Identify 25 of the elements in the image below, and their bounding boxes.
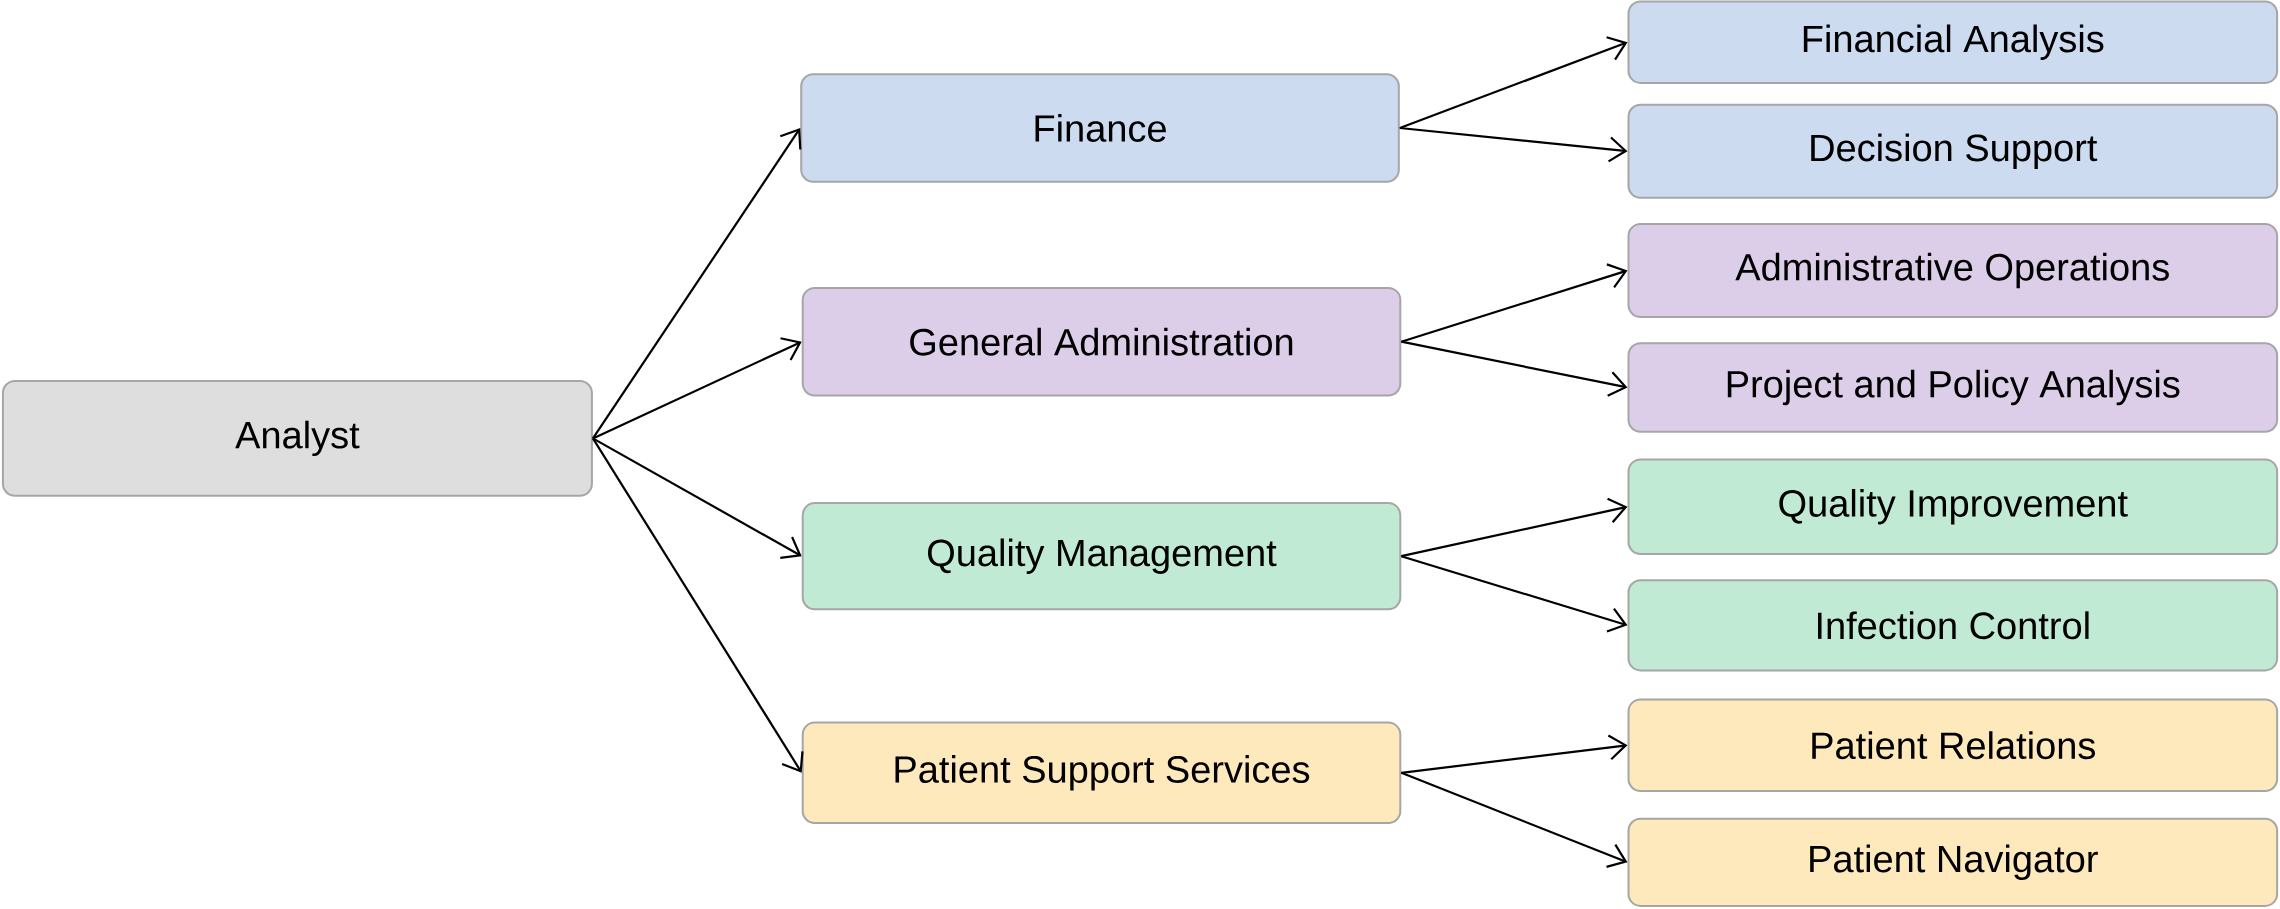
arrow [592,437,802,559]
process-box: Patient Relations [1627,698,2279,792]
process-box: Finance [800,73,1400,183]
arrow [1401,734,1628,774]
arrow [1399,126,1628,163]
process-box: Patient Navigator [1627,817,2279,907]
arrow [1401,340,1628,397]
arrow [592,128,802,439]
process-box: Decision Support [1627,103,2279,199]
process-box: Patient Support Services [801,721,1402,824]
arrow [592,437,804,773]
process-box: General Administration [801,286,1402,397]
process-box: Administrative Operations [1627,223,2279,318]
arrow [592,337,802,440]
arrow [1400,771,1628,868]
process-box: Project and Policy Analysis [1627,342,2279,433]
process-box: Infection Control [1627,579,2279,672]
arrow [1399,36,1628,130]
arrow [1401,497,1628,558]
process-box: Quality Improvement [1627,458,2279,555]
process-box: Quality Management [801,502,1402,611]
arrow [1401,555,1628,633]
arrow [1401,263,1628,343]
process-box: Financial Analysis [1627,0,2279,84]
process-box: Analyst [1,380,593,497]
